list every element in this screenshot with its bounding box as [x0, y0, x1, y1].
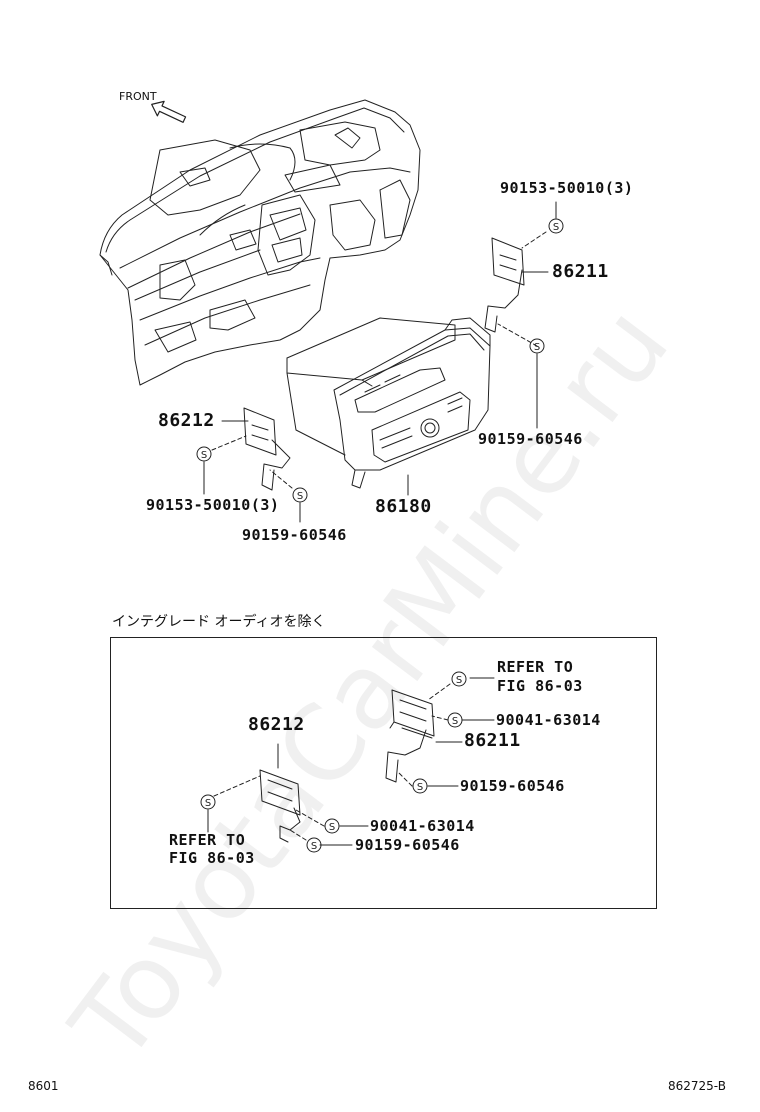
fastener-letter: S [456, 675, 462, 686]
part-86211-label: 86211 [552, 261, 609, 282]
inset-bracket-86212-drawing [259, 769, 301, 843]
inset-screw-right-1: 90041-63014 [496, 711, 601, 729]
fastener-letter: S [417, 782, 423, 793]
part-86212-label: 86212 [158, 410, 215, 431]
main-leader-lines [203, 201, 557, 523]
fastener-letter: S [553, 222, 559, 233]
fastener-letters: S S S S S S S S S S [201, 222, 559, 852]
inset-refer-right-1: REFER TO [497, 658, 574, 676]
fastener-icon [548, 218, 564, 234]
front-label: FRONT [119, 90, 157, 103]
inset-frame [110, 637, 657, 909]
bolt-label-upper-right: 90153-50010(3) [500, 179, 634, 197]
fastener-icon [447, 712, 463, 728]
inset-part-86212: 86212 [248, 714, 305, 735]
fastener-letter: S [297, 491, 303, 502]
footer-figure-id: 862725-B [668, 1079, 726, 1093]
inset-screw-left-1: 90041-63014 [370, 817, 475, 835]
inset-refer-right-2: FIG 86-03 [497, 677, 583, 695]
footer-page-code: 8601 [28, 1079, 59, 1093]
radio-head-unit-drawing [286, 317, 491, 489]
fastener-circles [196, 218, 564, 853]
bracket-86211-drawing [484, 237, 525, 333]
bracket-86212-drawing [243, 407, 291, 491]
fastener-letter: S [205, 798, 211, 809]
fastener-letter: S [311, 841, 317, 852]
inset-caption: インテグレード オーディオを除く [112, 614, 326, 630]
bolt-label-left: 90153-50010(3) [146, 496, 280, 514]
inset-refer-left-1: REFER TO [169, 831, 246, 849]
fastener-letter: S [329, 822, 335, 833]
instrument-panel-drawing [99, 99, 421, 386]
inset-part-86211: 86211 [464, 730, 521, 751]
screw-label-right: 90159-60546 [478, 430, 583, 448]
fastener-icon [200, 794, 216, 810]
fastener-icon [306, 837, 322, 853]
inset-screw-right-2: 90159-60546 [460, 777, 565, 795]
fastener-icon [196, 446, 212, 462]
part-86180-label: 86180 [375, 496, 432, 517]
inset-bracket-86211-drawing [385, 689, 435, 783]
fastener-icon [292, 487, 308, 503]
fastener-letter: S [452, 716, 458, 727]
front-arrow-icon [151, 100, 187, 123]
fastener-letter: S [201, 450, 207, 461]
fastener-icon [412, 778, 428, 794]
screw-label-left: 90159-60546 [242, 526, 347, 544]
inset-refer-left-2: FIG 86-03 [169, 849, 255, 867]
inset-leader-lines [207, 677, 495, 846]
fastener-letter: S [534, 342, 540, 353]
fastener-icon [529, 338, 545, 354]
inset-screw-left-2: 90159-60546 [355, 836, 460, 854]
fastener-icon [451, 671, 467, 687]
fastener-icon [324, 818, 340, 834]
